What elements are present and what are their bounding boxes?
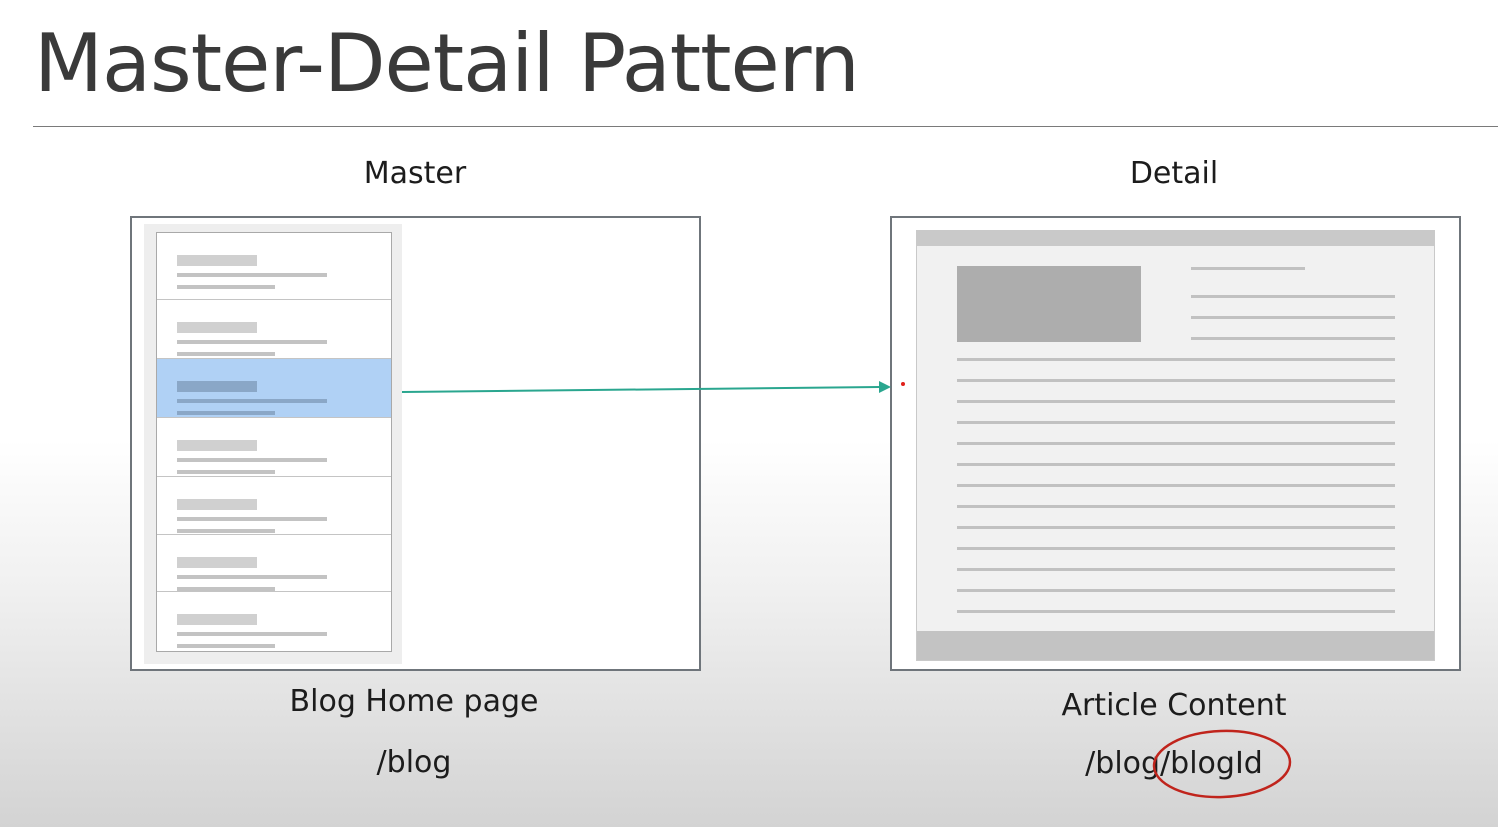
detail-page-label: Article Content: [1061, 688, 1287, 723]
list-item-text-placeholder: [177, 644, 275, 648]
article-text-placeholder: [957, 379, 1395, 382]
article-text-placeholder: [1191, 316, 1395, 319]
article-text-placeholder: [957, 484, 1395, 487]
article-text-placeholder: [957, 421, 1395, 424]
navigation-arrow-line: [401, 386, 881, 393]
list-item-text-placeholder: [177, 411, 275, 415]
list-item-text-placeholder: [177, 399, 327, 403]
list-item-text-placeholder: [177, 529, 275, 533]
list-item-text-placeholder: [177, 340, 327, 344]
article-text-placeholder: [1191, 267, 1305, 270]
article-header-bar: [917, 231, 1434, 246]
article-image-placeholder: [957, 266, 1141, 342]
list-item-title-placeholder: [177, 440, 257, 451]
article-text-placeholder: [957, 442, 1395, 445]
article-text-placeholder: [957, 526, 1395, 529]
article-text-placeholder: [957, 400, 1395, 403]
master-list: [156, 232, 392, 652]
slide-title: Master-Detail Pattern: [34, 17, 860, 110]
list-item-text-placeholder: [177, 587, 275, 591]
list-item-title-placeholder: [177, 381, 257, 392]
list-item-title-placeholder: [177, 499, 257, 510]
list-item-text-placeholder: [177, 458, 327, 462]
list-item-text-placeholder: [177, 285, 275, 289]
list-item-title-placeholder: [177, 557, 257, 568]
list-item-selected[interactable]: [157, 359, 391, 418]
list-item-title-placeholder: [177, 255, 257, 266]
list-item-text-placeholder: [177, 273, 327, 277]
list-item-text-placeholder: [177, 575, 327, 579]
article-text-placeholder: [957, 610, 1395, 613]
list-item-text-placeholder: [177, 470, 275, 474]
title-divider: [33, 126, 1498, 127]
list-item[interactable]: [157, 233, 391, 300]
list-item[interactable]: [157, 418, 391, 477]
list-item-title-placeholder: [177, 614, 257, 625]
article-text-placeholder: [957, 547, 1395, 550]
list-item[interactable]: [157, 535, 391, 592]
article-text-placeholder: [1191, 337, 1395, 340]
list-item-text-placeholder: [177, 632, 327, 636]
article-footer-bar: [917, 631, 1434, 660]
article-mockup: [916, 230, 1435, 661]
master-heading: Master: [363, 156, 467, 191]
list-item[interactable]: [157, 300, 391, 359]
article-text-placeholder: [957, 589, 1395, 592]
article-text-placeholder: [957, 505, 1395, 508]
master-route: /blog: [376, 745, 452, 780]
list-item-text-placeholder: [177, 352, 275, 356]
master-page-label: Blog Home page: [289, 684, 539, 719]
list-item-title-placeholder: [177, 322, 257, 333]
navigation-arrow-head: [879, 381, 891, 393]
article-text-placeholder: [957, 358, 1395, 361]
detail-heading: Detail: [1129, 156, 1219, 191]
article-text-placeholder: [957, 568, 1395, 571]
article-text-placeholder: [1191, 295, 1395, 298]
list-item[interactable]: [157, 592, 391, 651]
pointer-dot: [901, 382, 905, 386]
list-item[interactable]: [157, 477, 391, 535]
article-text-placeholder: [957, 463, 1395, 466]
list-item-text-placeholder: [177, 517, 327, 521]
